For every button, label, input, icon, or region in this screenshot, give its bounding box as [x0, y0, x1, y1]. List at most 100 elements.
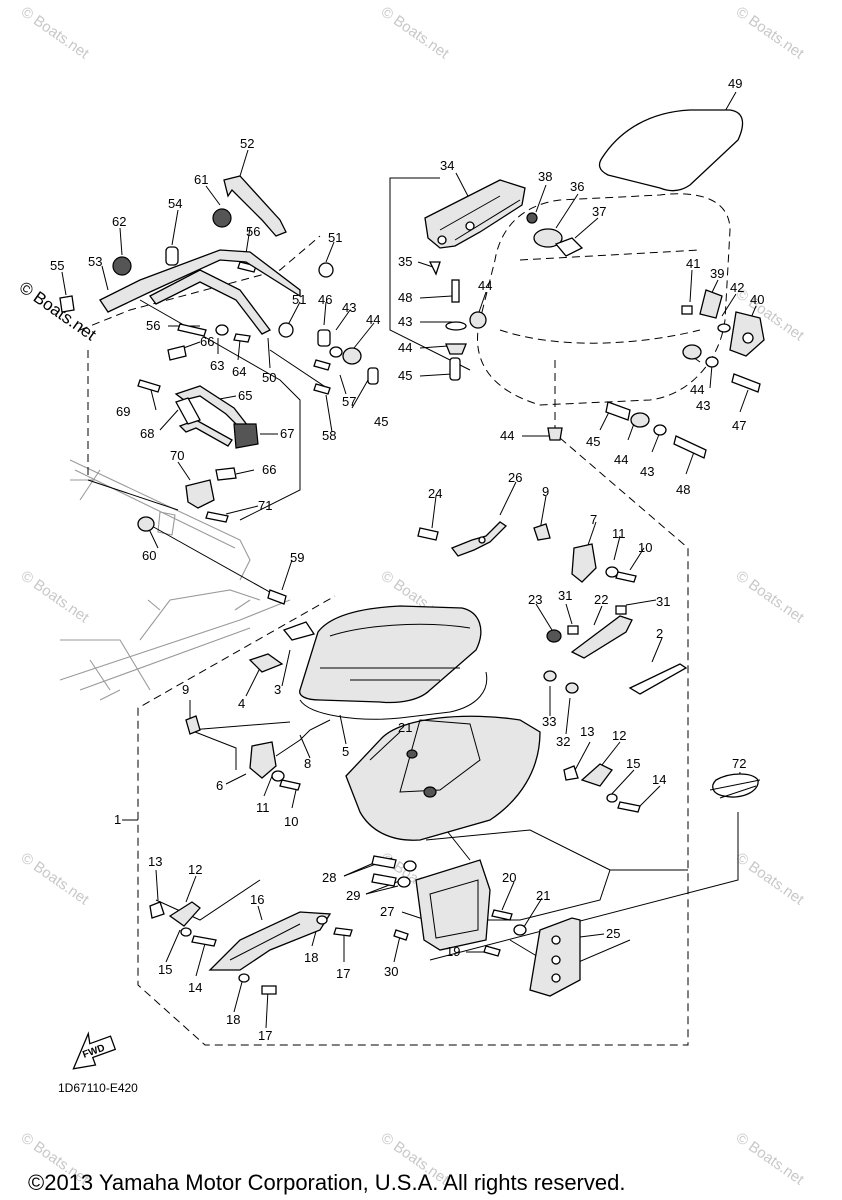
part-label: 58: [322, 428, 336, 443]
part-label: 44: [398, 340, 412, 355]
part-label: 52: [240, 136, 254, 151]
part-label: 51: [328, 230, 342, 245]
part-label: 4: [238, 696, 245, 711]
part-label: 18: [304, 950, 318, 965]
part-label: 45: [586, 434, 600, 449]
part-label: 33: [542, 714, 556, 729]
part-label: 16: [250, 892, 264, 907]
part-label: 8: [304, 756, 311, 771]
part-shapes-rear: [424, 109, 765, 459]
part-label: 50: [262, 370, 276, 385]
part-label: 67: [280, 426, 294, 441]
watermark: © Boats.net: [18, 567, 93, 626]
part-label: 15: [626, 756, 640, 771]
part-label: 44: [500, 428, 514, 443]
part-label: 70: [170, 448, 184, 463]
part-label: 21: [536, 888, 550, 903]
part-label: 15: [158, 962, 172, 977]
part-label: 24: [428, 486, 442, 501]
part-label: 34: [440, 158, 454, 173]
part-label: 12: [188, 862, 202, 877]
part-label: 11: [256, 800, 270, 815]
part-label: 17: [258, 1028, 272, 1043]
part-label: 66: [262, 462, 276, 477]
leader-lines: [61, 91, 757, 1029]
part-label: 53: [88, 254, 102, 269]
part-label: 45: [374, 414, 388, 429]
part-label: 59: [290, 550, 304, 565]
part-label: 14: [188, 980, 202, 995]
part-shapes-upper-left: [59, 175, 379, 605]
part-shapes-bottom: [72, 855, 581, 1070]
part-label: 9: [542, 484, 549, 499]
part-label: 48: [398, 290, 412, 305]
part-label: 47: [732, 418, 746, 433]
part-label: 29: [346, 888, 360, 903]
part-label: 44: [366, 312, 380, 327]
part-label: 63: [210, 358, 224, 373]
part-label: 56: [146, 318, 160, 333]
part-labels: 49 34 38 36 37 35 44 48 43 44 45 41 39 4…: [50, 76, 764, 1043]
part-label: 27: [380, 904, 394, 919]
part-label: 6: [216, 778, 223, 793]
part-label: 10: [638, 540, 652, 555]
part-label: 41: [686, 256, 700, 271]
part-label: 21: [398, 720, 412, 735]
part-label: 62: [112, 214, 126, 229]
part-label: 71: [258, 498, 272, 513]
part-label: 45: [398, 368, 412, 383]
part-label: 69: [116, 404, 130, 419]
part-label: 72: [732, 756, 746, 771]
part-label: 30: [384, 964, 398, 979]
watermark: © Boats.net: [18, 849, 93, 908]
part-label: 51: [292, 292, 306, 307]
watermark: © Boats.net: [733, 3, 808, 62]
part-label: 61: [194, 172, 208, 187]
watermark: © Boats.net: [733, 849, 808, 908]
part-label: 64: [232, 364, 246, 379]
part-label: 19: [446, 944, 460, 959]
rear-cover-housing: [477, 193, 731, 430]
part-label: 17: [336, 966, 350, 981]
part-label: 26: [508, 470, 522, 485]
copyright-notice: ©2013 Yamaha Motor Corporation, U.S.A. A…: [28, 1170, 625, 1195]
part-label: 55: [50, 258, 64, 273]
part-label: 18: [226, 1012, 240, 1027]
part-label: 2: [656, 626, 663, 641]
watermark: © Boats.net: [733, 567, 808, 626]
part-label: 48: [676, 482, 690, 497]
part-label: 38: [538, 169, 552, 184]
part-label: 43: [342, 300, 356, 315]
part-label: 60: [142, 548, 156, 563]
part-label: 46: [318, 292, 332, 307]
part-label: 39: [710, 266, 724, 281]
part-label: 40: [750, 292, 764, 307]
part-label: 44: [478, 278, 492, 293]
part-label: 31: [656, 594, 670, 609]
part-label: 28: [322, 870, 336, 885]
part-label: 23: [528, 592, 542, 607]
watermark: © Boats.net: [18, 3, 93, 62]
part-label: 13: [580, 724, 594, 739]
part-label: 32: [556, 734, 570, 749]
part-label: 12: [612, 728, 626, 743]
part-label: 9: [182, 682, 189, 697]
watermark: © Boats.net: [733, 1129, 808, 1188]
part-label: 3: [274, 682, 281, 697]
part-label: 42: [730, 280, 744, 295]
part-label: 25: [606, 926, 620, 941]
part-label: 65: [238, 388, 252, 403]
part-label: 66: [200, 334, 214, 349]
part-label: 11: [612, 526, 626, 541]
chassis-frame: [59, 459, 291, 701]
part-label: 20: [502, 870, 516, 885]
part-label: 54: [168, 196, 182, 211]
part-label: 31: [558, 588, 572, 603]
part-label: 1: [114, 812, 121, 827]
part-label: 10: [284, 814, 298, 829]
part-label: 49: [728, 76, 742, 91]
part-label: 37: [592, 204, 606, 219]
part-shapes-middle: [185, 521, 761, 841]
part-label: 35: [398, 254, 412, 269]
